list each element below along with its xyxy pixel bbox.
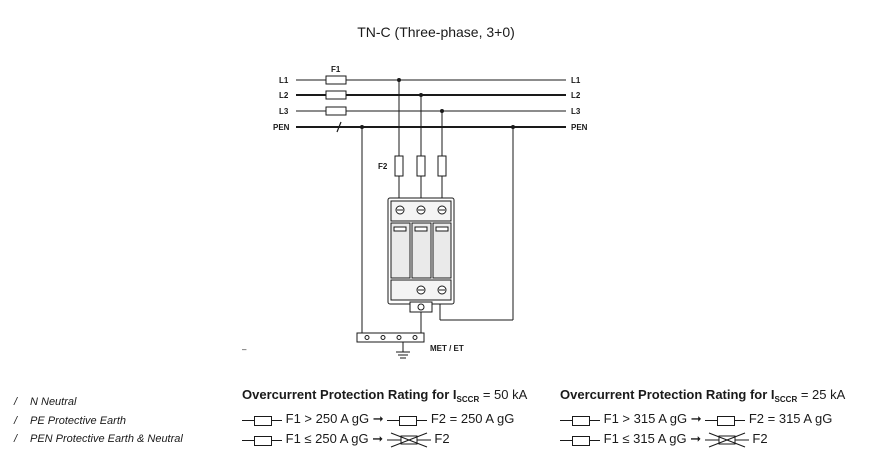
rating-heading-value: = 25 kA bbox=[797, 387, 846, 402]
rating-row-text: F1 > 250 A gG ➞ bbox=[285, 411, 384, 426]
rating-heading-text: Overcurrent Protection Rating for I bbox=[242, 387, 457, 402]
label-l2-right: L2 bbox=[571, 91, 581, 100]
label-met: MET / ET bbox=[430, 344, 464, 353]
label-l2-left: L2 bbox=[279, 91, 289, 100]
rating-row-50ka-2: F1 ≤ 250 A gG ➞ F2 bbox=[242, 431, 450, 448]
fuse-icon bbox=[560, 433, 600, 447]
rating-row-end: F2 bbox=[434, 431, 450, 446]
fuse-icon bbox=[242, 433, 282, 447]
legend-text: N Neutral bbox=[30, 396, 77, 408]
rating-row-25ka-1: F1 > 315 A gG ➞ F2 = 315 A gG bbox=[560, 411, 832, 427]
rating-heading-25ka: Overcurrent Protection Rating for ISCCR … bbox=[560, 387, 845, 404]
rating-row-end: F2 = 315 A gG bbox=[748, 411, 833, 426]
legend-pe: / PE Protective Earth bbox=[14, 415, 126, 427]
f1-fuses bbox=[325, 75, 347, 116]
legend-text: PE Protective Earth bbox=[30, 415, 126, 427]
rating-row-end: F2 bbox=[752, 431, 768, 446]
rating-heading-value: = 50 kA bbox=[479, 387, 528, 402]
fuse-icon bbox=[705, 413, 746, 427]
rating-row-end: F2 = 250 A gG bbox=[430, 411, 515, 426]
label-l1-right: L1 bbox=[571, 76, 581, 85]
legend-pen: / PEN Protective Earth & Neutral bbox=[14, 433, 183, 445]
crossed-fuse-icon bbox=[386, 432, 431, 448]
label-f1: F1 bbox=[331, 65, 341, 74]
met-bar bbox=[356, 332, 425, 359]
legend-text: PEN Protective Earth & Neutral bbox=[30, 433, 183, 445]
label-l3-left: L3 bbox=[279, 107, 289, 116]
label-l1-left: L1 bbox=[279, 76, 289, 85]
label-pen-left: PEN bbox=[273, 123, 290, 132]
crossed-fuse-icon bbox=[704, 432, 749, 448]
rating-row-text: F1 > 315 A gG ➞ bbox=[603, 411, 702, 426]
rating-heading-sub: SCCR bbox=[774, 395, 798, 404]
label-l3-right: L3 bbox=[571, 107, 581, 116]
fuse-icon bbox=[560, 413, 600, 427]
dash-mark: – bbox=[242, 345, 247, 354]
rating-row-text: F1 ≤ 315 A gG ➞ bbox=[603, 431, 702, 446]
label-pen-right: PEN bbox=[571, 123, 588, 132]
legend-mark: / bbox=[14, 415, 18, 427]
rating-row-25ka-2: F1 ≤ 315 A gG ➞ F2 bbox=[560, 431, 768, 448]
rating-row-50ka-1: F1 > 250 A gG ➞ F2 = 250 A gG bbox=[242, 411, 514, 427]
fuse-icon bbox=[387, 413, 428, 427]
diagram-title: TN-C (Three-phase, 3+0) bbox=[357, 24, 515, 40]
spd-device bbox=[387, 197, 455, 313]
legend-mark: / bbox=[14, 396, 18, 408]
f2-fuses bbox=[394, 155, 447, 177]
label-f2: F2 bbox=[378, 162, 388, 171]
legend-mark: / bbox=[14, 433, 18, 445]
rating-row-text: F1 ≤ 250 A gG ➞ bbox=[285, 431, 384, 446]
rating-heading-50ka: Overcurrent Protection Rating for ISCCR … bbox=[242, 387, 527, 404]
fuse-icon bbox=[242, 413, 282, 427]
rating-heading-text: Overcurrent Protection Rating for I bbox=[560, 387, 775, 402]
rating-heading-sub: SCCR bbox=[456, 395, 480, 404]
legend-neutral: / N Neutral bbox=[14, 396, 76, 408]
